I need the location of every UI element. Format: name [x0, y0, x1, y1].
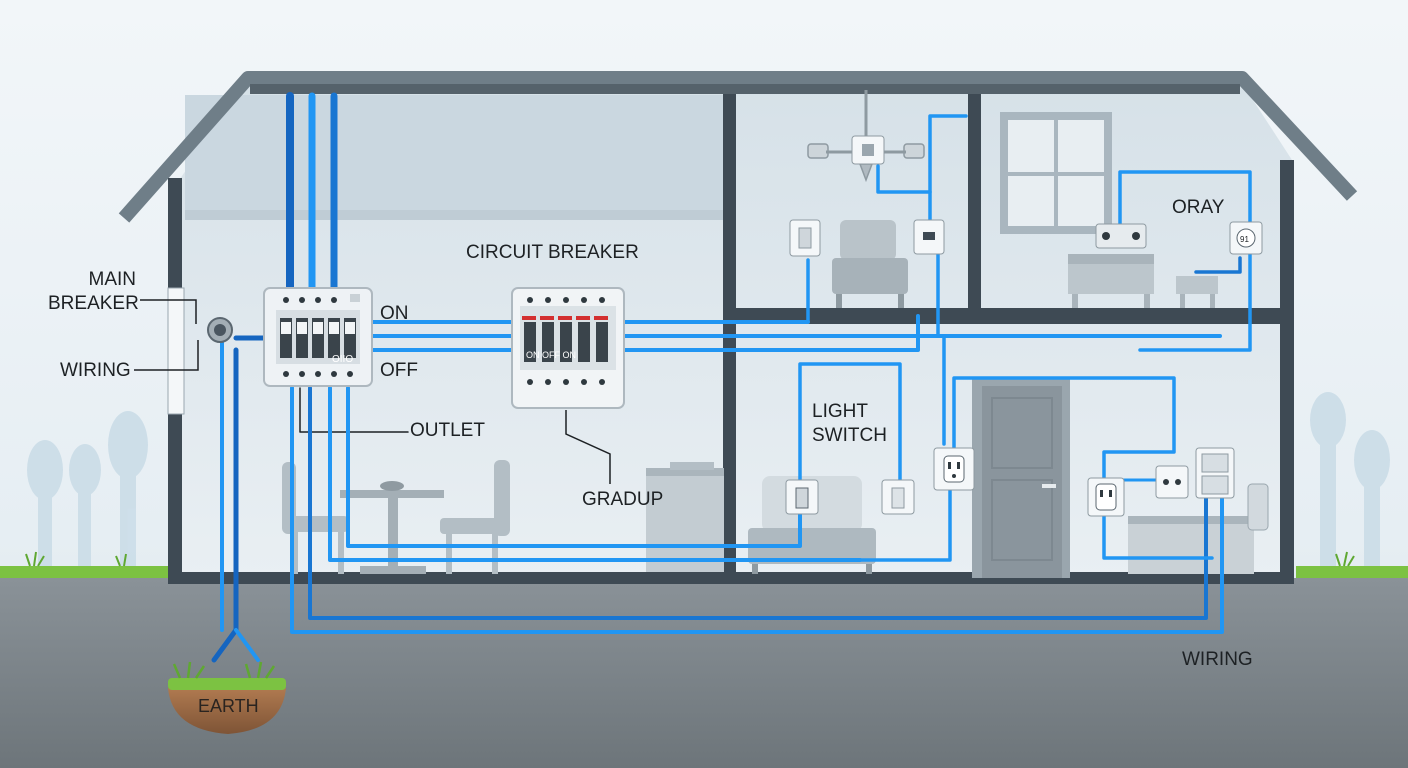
circuit-breaker-label: CIRCUIT BREAKER: [466, 242, 639, 263]
kitchen-cabinet: [646, 462, 724, 572]
oray-label: ORAY: [1172, 197, 1225, 218]
cabinet-right-room: [1128, 516, 1254, 574]
off-label: OFF: [380, 360, 418, 381]
main-panel[interactable]: OIIO: [263, 287, 373, 387]
thermostat-number: 91: [1240, 235, 1249, 244]
small-outlet-right[interactable]: [1155, 465, 1189, 499]
heater: [1247, 483, 1269, 531]
dining-chair-right: [440, 460, 510, 574]
left-room-upper-wall: [185, 95, 725, 215]
grass-tufts: [25, 551, 1355, 567]
circuit-breaker-on-off-text: ON OFF ON: [526, 350, 576, 360]
light-switch-upper-left[interactable]: [789, 219, 821, 257]
door: [972, 378, 1070, 578]
earth-ground-pit: [168, 661, 286, 734]
armchair-upper: [832, 220, 908, 308]
side-window: [167, 287, 185, 415]
main-breaker-device[interactable]: [207, 317, 233, 343]
light-switch-living[interactable]: [785, 479, 819, 515]
thermostat[interactable]: 91: [1229, 221, 1263, 255]
grass-right: [1296, 566, 1408, 578]
earth-label: EARTH: [198, 696, 259, 716]
wires: [211, 92, 1252, 663]
light-switch-upper[interactable]: [913, 219, 945, 255]
main-breaker-label: MAIN BREAKER: [48, 269, 139, 314]
gradup-label: GRADUP: [582, 489, 664, 510]
ceiling-light-box: [851, 135, 885, 165]
outlet-living[interactable]: [933, 447, 975, 491]
ground: [0, 578, 1408, 768]
main-panel-switch-text: OIIO: [332, 354, 353, 365]
window: [1000, 112, 1112, 234]
on-label: ON: [380, 303, 409, 324]
outlet-right-room[interactable]: [1087, 477, 1125, 517]
circuit-breaker-panel[interactable]: ON OFF ON: [511, 287, 625, 409]
wiring-label-left: WIRING: [60, 360, 131, 381]
dining-table: [340, 481, 444, 574]
left-room-ceiling-shadow: [185, 210, 725, 220]
outlet-label: OUTLET: [410, 420, 485, 441]
desk-upper-right: [1068, 254, 1218, 308]
roof: [118, 71, 1358, 223]
wiring-label-bottom: WIRING: [1182, 649, 1253, 670]
light-switch-label: LIGHT SWITCH: [812, 401, 887, 446]
leader-lines: [134, 299, 611, 484]
double-switch-right[interactable]: [1195, 447, 1235, 499]
background-trees: [27, 392, 1390, 570]
wall-plate-desk[interactable]: [1095, 223, 1147, 249]
light-switch-living-2[interactable]: [881, 479, 915, 515]
grass-left: [0, 566, 170, 578]
